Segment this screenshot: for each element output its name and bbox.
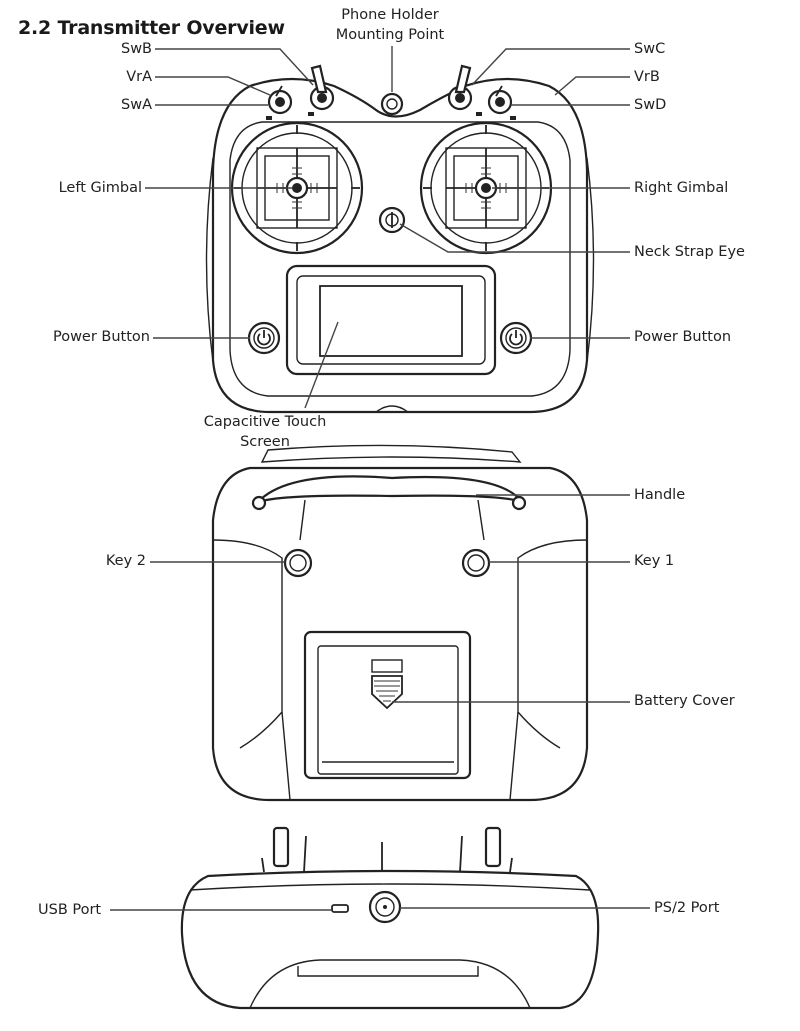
key-1 bbox=[461, 548, 491, 578]
label-swb: SwB bbox=[120, 41, 152, 57]
label-swd: SwD bbox=[634, 97, 667, 113]
label-touch-screen: Capacitive Touch Screen bbox=[190, 412, 340, 452]
label-phone-holder: Phone Holder Mounting Point bbox=[310, 5, 470, 45]
label-swc: SwC bbox=[634, 41, 666, 57]
label-right-gimbal: Right Gimbal bbox=[634, 180, 729, 196]
label-neck-strap-eye: Neck Strap Eye bbox=[634, 244, 745, 260]
bottom-view bbox=[180, 826, 600, 1010]
ps2-port bbox=[368, 890, 402, 924]
label-phone-holder-line2: Mounting Point bbox=[335, 27, 445, 43]
front-view bbox=[205, 64, 595, 414]
usb-port bbox=[331, 904, 349, 913]
switch-swb bbox=[308, 64, 335, 116]
leader-lines bbox=[110, 46, 650, 911]
label-power-button-right: Power Button bbox=[634, 329, 732, 345]
label-battery-cover: Battery Cover bbox=[634, 693, 735, 709]
label-vrb: VrB bbox=[634, 69, 660, 85]
label-touch-screen-line1: Capacitive Touch bbox=[203, 414, 327, 430]
key-2 bbox=[283, 548, 313, 578]
label-handle: Handle bbox=[634, 487, 686, 503]
phone-holder-mount bbox=[380, 92, 404, 116]
label-swa: SwA bbox=[121, 97, 152, 113]
label-key1: Key 1 bbox=[634, 553, 675, 569]
back-view bbox=[211, 444, 589, 802]
bottom-body-outline bbox=[180, 869, 600, 1010]
back-handle bbox=[251, 444, 527, 541]
page-title: 2.2 Transmitter Overview bbox=[18, 17, 285, 39]
switch-swa bbox=[266, 85, 293, 120]
touch-screen bbox=[285, 264, 497, 376]
label-ps2-port: PS/2 Port bbox=[654, 900, 720, 916]
power-button-left bbox=[247, 321, 281, 355]
battery-cover bbox=[303, 630, 472, 780]
power-button-right bbox=[499, 321, 533, 355]
label-touch-screen-line2: Screen bbox=[240, 434, 290, 450]
switch-swc bbox=[447, 64, 482, 116]
label-phone-holder-line1: Phone Holder bbox=[341, 7, 439, 23]
label-power-button-left: Power Button bbox=[52, 329, 150, 345]
label-vra: VrA bbox=[126, 69, 152, 85]
label-left-gimbal: Left Gimbal bbox=[58, 180, 142, 196]
label-usb-port: USB Port bbox=[38, 902, 102, 918]
switch-swd bbox=[487, 85, 516, 120]
label-key2: Key 2 bbox=[105, 553, 146, 569]
